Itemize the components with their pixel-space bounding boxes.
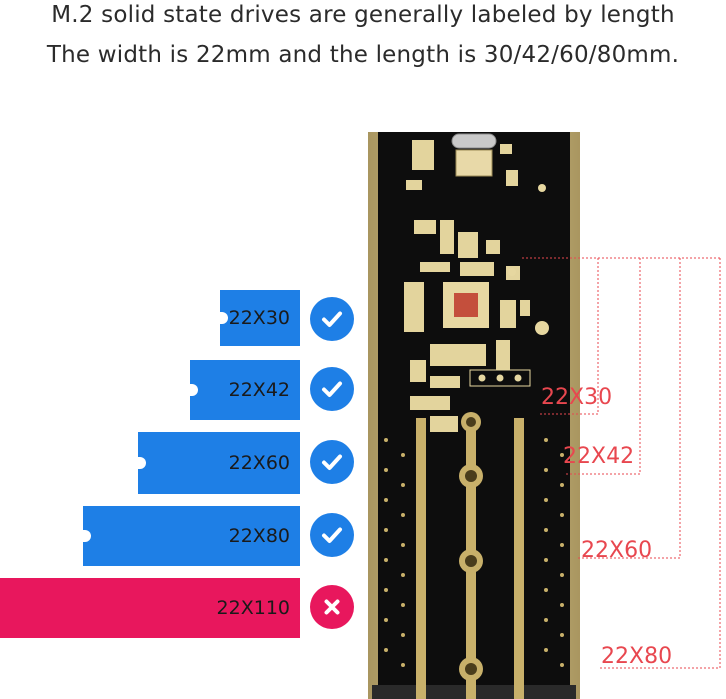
mount-hole [538,184,546,192]
drive-notch [219,312,228,324]
headline-line-1: M.2 solid state drives are generally lab… [51,2,675,28]
drive-label: 22X80 [228,525,290,547]
check-icon [310,297,354,341]
drive-22x60: 22X60 [137,432,300,494]
check-icon [310,367,354,411]
drive-label: 22X42 [228,379,290,401]
drive-notch [137,457,146,469]
m2-rail-left [416,418,426,699]
drive-notch [189,384,198,396]
drive-label: 22X110 [216,597,290,619]
usb-c-socket [455,149,493,177]
usb-c-port [451,133,497,149]
size-label-22x60: 22X60 [581,538,653,563]
headline-line-2: The width is 22mm and the length is 30/4… [46,42,680,68]
side-vias [384,438,564,667]
drive-label: 22X60 [228,452,290,474]
check-icon [310,440,354,484]
pcb-components [404,140,530,432]
drive-22x110: 22X110 [0,578,300,638]
measure-lines [522,257,721,669]
mount-hole [535,321,549,335]
cross-icon [310,585,354,629]
mount-hole [508,268,516,276]
drive-22x80: 22X80 [82,506,300,566]
check-icon [310,513,354,557]
m2-rail-right [514,418,524,699]
size-label-22x80: 22X80 [601,644,673,669]
drive-notch [82,530,91,542]
size-label-22x30: 22X30 [541,385,613,410]
size-label-22x42: 22X42 [563,444,635,469]
drive-label: 22X30 [228,307,290,329]
drive-22x42: 22X42 [189,360,300,420]
controller-die [454,293,478,317]
drive-22x30: 22X30 [219,290,300,346]
